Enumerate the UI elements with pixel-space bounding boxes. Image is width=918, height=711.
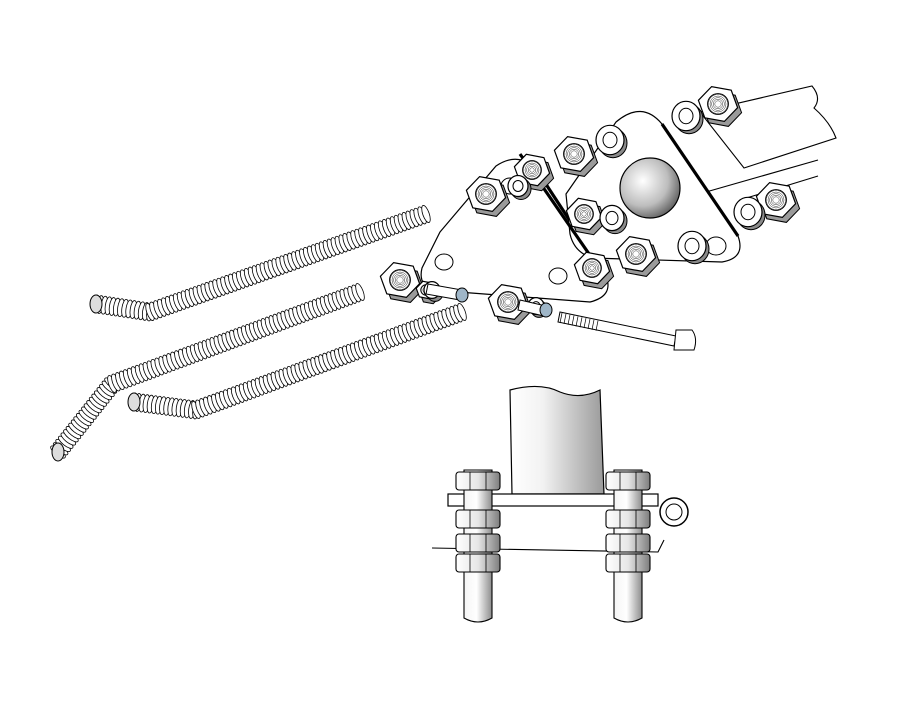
tie-wire <box>431 539 665 553</box>
hex-nut-8 <box>573 251 615 290</box>
detail-stud-right-nut-4 <box>605 553 651 573</box>
spacer-sleeves <box>425 283 553 318</box>
detail-stud-right-nut-2 <box>605 509 651 529</box>
detail-stud-right-nut-1 <box>605 471 651 491</box>
detail-stud-right <box>605 469 651 623</box>
hardware-group <box>379 85 801 325</box>
hex-nut-7 <box>615 235 661 277</box>
anchor-rod-3 <box>127 303 467 420</box>
hex-nut-10 <box>487 283 533 325</box>
long-bolt <box>557 311 697 351</box>
washer-6 <box>599 204 628 235</box>
detail-plate <box>447 493 659 507</box>
detail-view <box>431 385 689 623</box>
hex-nut-4 <box>697 85 743 127</box>
detail-stud-left-nut-1 <box>455 471 501 491</box>
anchor-rod-1 <box>89 205 431 322</box>
hex-nut-6 <box>565 197 607 236</box>
detail-stud-left-nut-2 <box>455 509 501 529</box>
detail-stud-left-nut-4 <box>455 553 501 573</box>
detail-stud-left-nut-3 <box>455 533 501 553</box>
detail-pipe <box>509 385 605 495</box>
hex-nut-1 <box>465 175 511 217</box>
anchor-rod-2 <box>50 283 365 462</box>
washer-1 <box>507 174 532 200</box>
washer-2 <box>595 124 628 159</box>
hex-nut-5 <box>755 181 801 223</box>
washer-4 <box>733 196 766 231</box>
pipe-hole <box>619 157 681 219</box>
hex-nut-3 <box>553 135 599 177</box>
detail-stud-left <box>455 469 501 623</box>
hex-nut-9 <box>379 261 425 303</box>
washer-5 <box>677 230 710 265</box>
detail-stud-right-nut-3 <box>605 533 651 553</box>
washer-3 <box>671 100 704 135</box>
anchor-rods <box>50 205 467 462</box>
